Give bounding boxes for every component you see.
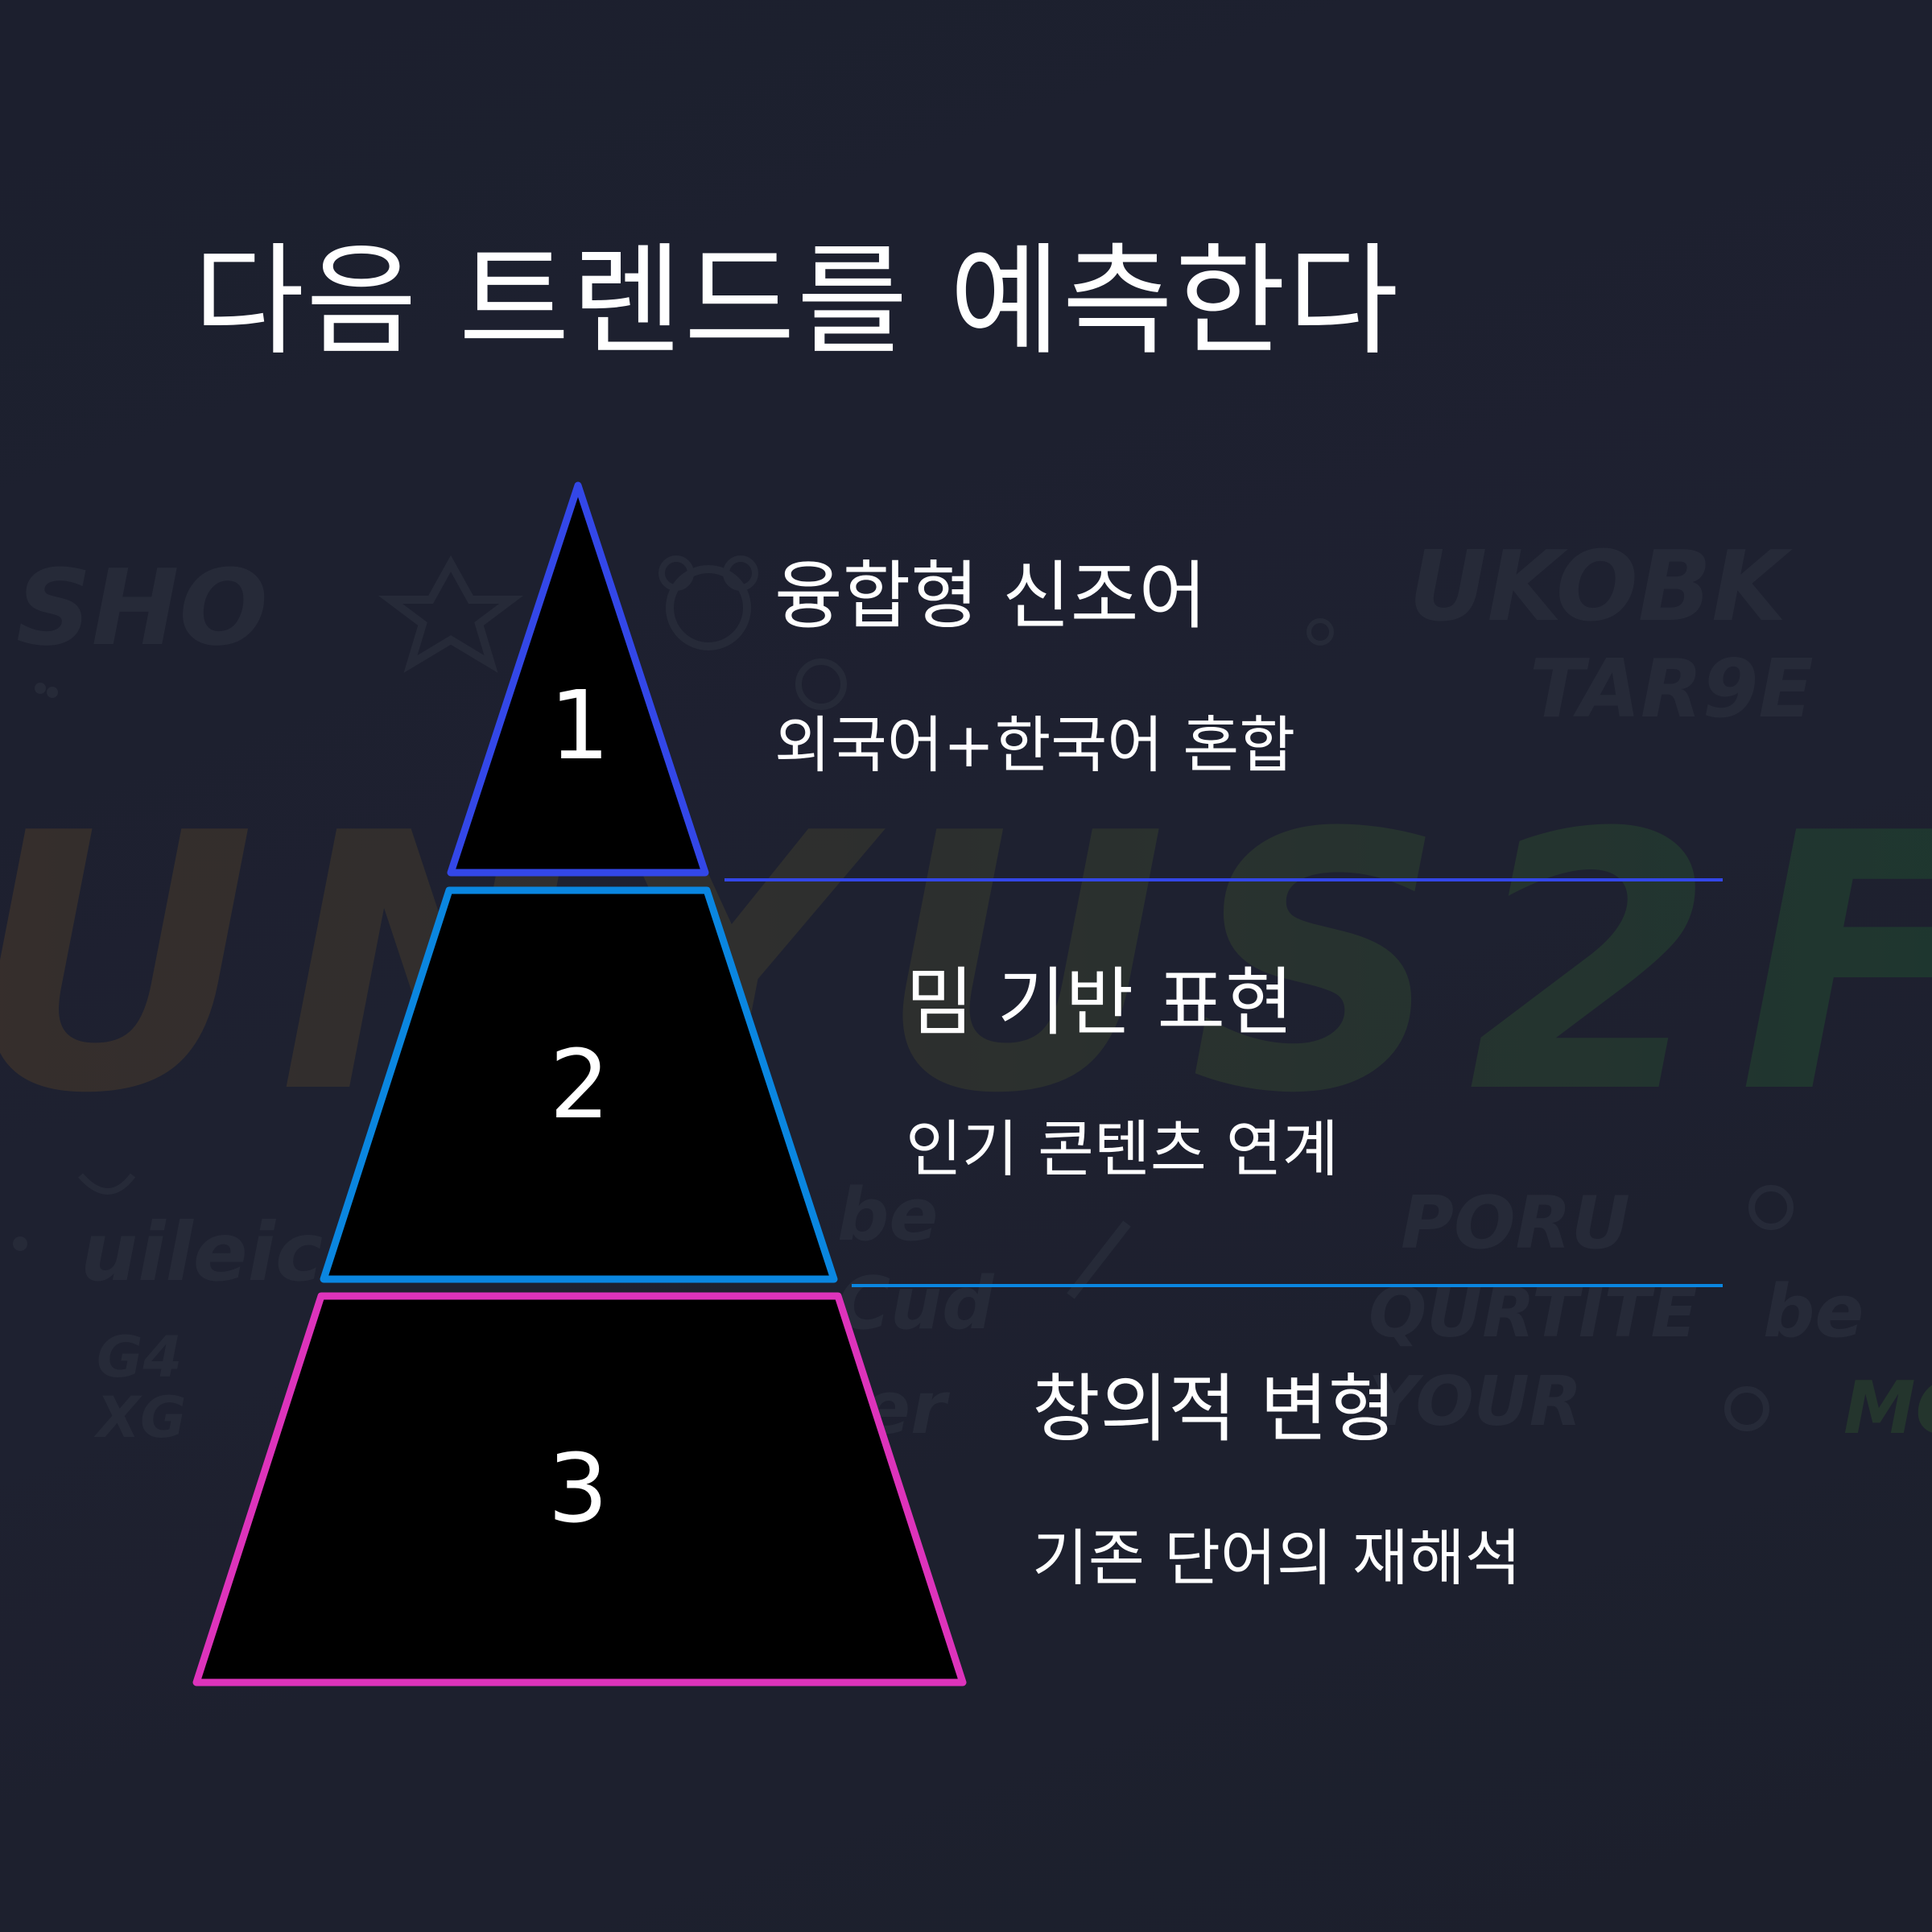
tier-2-heading: 밈 기반 표현	[906, 960, 1294, 1046]
watermark-small-text: YOUR	[1368, 1362, 1582, 1442]
tier-3-heading: 창의적 변형	[1032, 1366, 1397, 1452]
watermark-small-text: G4	[97, 1324, 182, 1390]
watermark-small-text: SHO	[16, 547, 268, 669]
watermark-small-text: Cud	[837, 1261, 995, 1346]
tier-1-description: 외국어+한국어 혼합	[774, 709, 1296, 781]
watermark-small-text: UKOBK	[1409, 531, 1793, 643]
smile-doodle	[77, 1173, 136, 1195]
tier-2-number: 2	[549, 1029, 609, 1140]
bear-doodle	[666, 565, 751, 650]
watermark-small-text: uileic	[80, 1205, 323, 1299]
watermark-small-text: MC	[1843, 1366, 1932, 1451]
watermark-small-text: be	[837, 1173, 938, 1257]
tier-1-heading: 융합형 신조어	[774, 553, 1208, 639]
tier-1-number: 1	[549, 670, 609, 781]
watermark-small-text: PORU	[1401, 1181, 1630, 1265]
tier-3-number: 3	[547, 1433, 608, 1544]
tier-3-shape	[192, 1292, 967, 1686]
circle-doodle	[795, 658, 847, 710]
tier-2-description: 인기 콘텐츠 연계	[906, 1113, 1339, 1185]
star-doodle	[378, 555, 523, 673]
watermark-big-text: UNYUS2F	[0, 758, 1932, 1170]
page-title: 다음 트렌드를 예측한다	[193, 232, 1401, 372]
watermark-small-text: be	[1763, 1269, 1864, 1354]
tier-3-description: 기존 단어의 재해석	[1032, 1522, 1521, 1594]
watermark-small-text: TAR9E	[1530, 642, 1814, 736]
watermark-small-text: XG	[93, 1385, 186, 1451]
tier-1-shape	[447, 481, 709, 877]
tier-2-shape	[320, 886, 838, 1283]
